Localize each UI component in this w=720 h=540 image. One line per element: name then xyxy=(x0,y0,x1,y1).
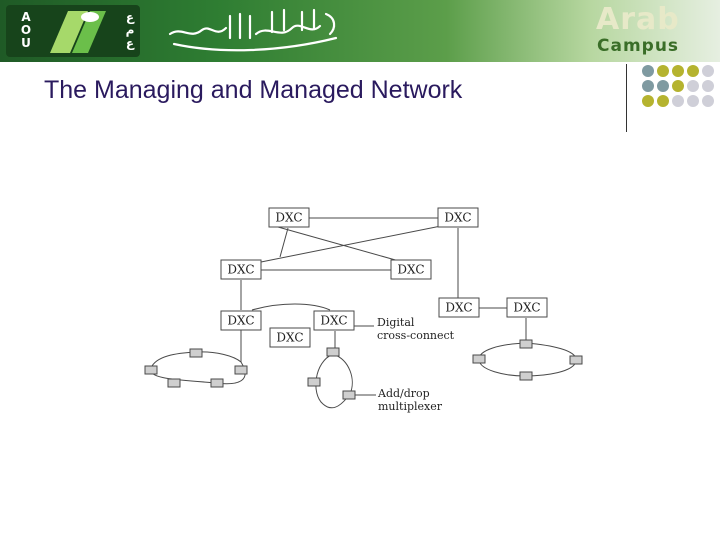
dxc-node: DXC xyxy=(268,207,310,228)
decorative-dot-grid xyxy=(642,65,714,107)
dxc-node: DXC xyxy=(390,259,432,280)
decorative-dot xyxy=(672,95,684,107)
logo-letter: ع xyxy=(125,10,135,24)
logo-arabic-letters: ع م ع xyxy=(118,11,142,50)
adm-node xyxy=(307,377,321,387)
decorative-dot xyxy=(702,65,714,77)
dxc-node: DXC xyxy=(437,207,479,228)
dxc-label: DXC xyxy=(227,263,254,277)
logo-latin-letters: A O U xyxy=(14,11,38,50)
brand-campus-text: Campus xyxy=(597,36,680,56)
brand-arab-text: Arab xyxy=(596,2,680,37)
decorative-dot xyxy=(642,80,654,92)
dxc-label: DXC xyxy=(227,314,254,328)
dxc-node: DXC xyxy=(506,297,548,318)
ring-node xyxy=(519,339,533,349)
university-logo: A O U ع م ع xyxy=(6,5,140,57)
annotation-multiplexer: multiplexer xyxy=(378,400,443,413)
ring-node xyxy=(519,371,533,381)
ring-node xyxy=(210,378,224,388)
link-top-right-to-mid-left xyxy=(260,225,442,263)
arabic-calligraphy-icon xyxy=(168,8,338,52)
add-drop-loop xyxy=(315,353,353,409)
title-divider xyxy=(626,64,627,132)
dxc-node: DXC xyxy=(220,310,262,331)
logo-letter: U xyxy=(21,36,31,50)
dxc-label: DXC xyxy=(276,331,303,345)
decorative-dot xyxy=(687,80,699,92)
decorative-dot xyxy=(657,65,669,77)
annotation-digital: Digital xyxy=(377,316,415,329)
logo-letter: م xyxy=(125,23,135,37)
network-diagram: DXC DXC DXC DXC DXC DXC DXC DXC DXC xyxy=(144,207,583,413)
arc-lower-left-to-lower-inner xyxy=(251,303,331,311)
dxc-label: DXC xyxy=(320,314,347,328)
decorative-dot xyxy=(687,95,699,107)
dxc-label: DXC xyxy=(444,211,471,225)
logo-letter: O xyxy=(20,23,32,37)
logo-letter: ع xyxy=(125,36,135,50)
dxc-label: DXC xyxy=(397,263,424,277)
logo-emblem-icon xyxy=(50,11,106,53)
dxc-label: DXC xyxy=(275,211,302,225)
annotation-cross-connect: cross-connect xyxy=(377,329,455,342)
link-top-left-to-mid-right xyxy=(277,226,400,262)
ring-node xyxy=(569,355,583,365)
decorative-dot xyxy=(672,80,684,92)
decorative-dot xyxy=(687,65,699,77)
adm-node xyxy=(326,347,340,357)
slide-title: The Managing and Managed Network xyxy=(44,76,463,104)
ring-node xyxy=(472,354,486,364)
header-banner: A O U ع م ع Arab Campus xyxy=(0,0,720,62)
adm-node xyxy=(342,390,356,400)
decorative-dot xyxy=(702,95,714,107)
link-dxc-top-left-to-mid-right xyxy=(279,227,289,258)
decorative-dot xyxy=(642,95,654,107)
dxc-label: DXC xyxy=(513,301,540,315)
annotation-add-drop: Add/drop xyxy=(377,387,430,400)
decorative-dot xyxy=(672,65,684,77)
dxc-node: DXC xyxy=(269,327,311,348)
logo-letter: A xyxy=(21,10,31,24)
dxc-node: DXC xyxy=(220,259,262,280)
dxc-label: DXC xyxy=(445,301,472,315)
ring-node xyxy=(189,348,203,358)
decorative-dot xyxy=(657,80,669,92)
dxc-node: DXC xyxy=(313,310,355,331)
ring-node xyxy=(144,365,158,375)
ring-node xyxy=(167,378,181,388)
decorative-dot xyxy=(702,80,714,92)
ring-node xyxy=(234,365,248,375)
dxc-node: DXC xyxy=(438,297,480,318)
decorative-dot xyxy=(642,65,654,77)
decorative-dot xyxy=(657,95,669,107)
